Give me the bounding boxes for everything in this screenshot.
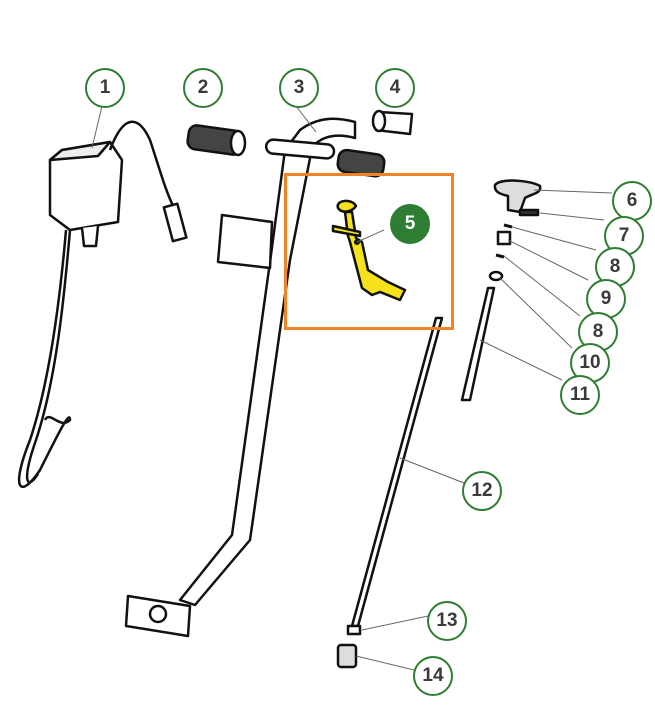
part-7-pin[interactable] bbox=[518, 208, 540, 217]
callout-14[interactable]: 14 bbox=[413, 656, 453, 696]
part-12-rod[interactable] bbox=[350, 316, 444, 628]
callout-13[interactable]: 13 bbox=[427, 601, 467, 641]
part-6-knob[interactable] bbox=[493, 179, 542, 214]
callout-11[interactable]: 11 bbox=[560, 375, 600, 415]
part-8-washer[interactable] bbox=[503, 223, 513, 229]
callout-12[interactable]: 12 bbox=[462, 471, 502, 511]
callout-10[interactable]: 10 bbox=[570, 343, 610, 383]
callout-2[interactable]: 2 bbox=[183, 68, 223, 108]
part-4-sleeve[interactable] bbox=[371, 109, 414, 136]
part-9-bushing[interactable] bbox=[496, 230, 512, 246]
part-8-washer-2[interactable] bbox=[495, 253, 505, 259]
part-11-shaft[interactable] bbox=[460, 286, 496, 402]
part-5-lever[interactable] bbox=[331, 199, 407, 302]
callout-1[interactable]: 1 bbox=[85, 68, 125, 108]
part-14-connector[interactable] bbox=[336, 643, 358, 669]
part-1-switch-box[interactable] bbox=[17, 120, 188, 489]
part-13-clip[interactable] bbox=[346, 624, 362, 636]
part-3-handle-bar[interactable] bbox=[124, 117, 386, 638]
callout-4[interactable]: 4 bbox=[375, 68, 415, 108]
callout-6[interactable]: 6 bbox=[612, 181, 652, 221]
leader-lines bbox=[91, 105, 613, 671]
selected-part-highlight bbox=[284, 173, 454, 330]
part-2-grip[interactable] bbox=[186, 124, 247, 157]
callout-5-selected[interactable]: 5 bbox=[390, 204, 430, 244]
callout-3[interactable]: 3 bbox=[279, 68, 319, 108]
part-10-spring[interactable] bbox=[488, 270, 504, 282]
